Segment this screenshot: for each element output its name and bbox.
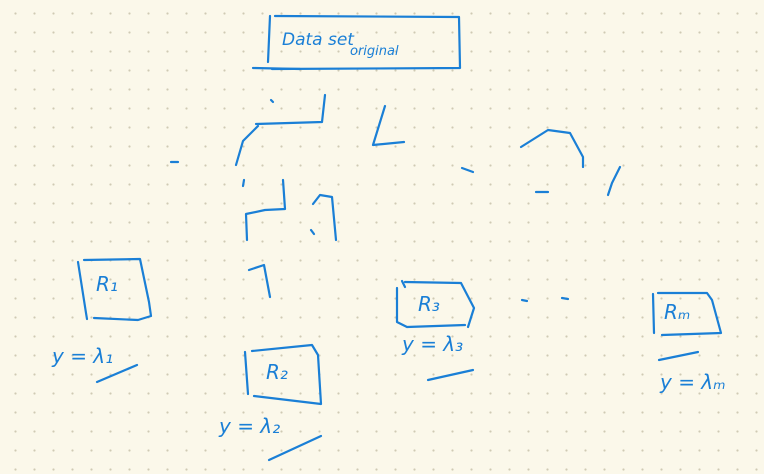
region-r1-value: y = λ₁ xyxy=(52,344,114,368)
region-r1-box xyxy=(76,257,153,322)
tree-branches xyxy=(169,93,622,303)
root-node-label-line1: Data set xyxy=(282,30,354,50)
region-r1-label: R₁ xyxy=(96,272,118,296)
region-r2-check xyxy=(267,434,323,462)
region-rm-box xyxy=(651,291,723,337)
region-rm-label: Rₘ xyxy=(664,300,691,324)
region-rm-value: y = λₘ xyxy=(660,370,726,394)
root-node-label-line2: original xyxy=(350,44,399,59)
region-r1-check xyxy=(95,363,139,384)
region-r3-value: y = λ₃ xyxy=(402,332,464,356)
region-rm-underline xyxy=(657,350,700,362)
region-r3-check xyxy=(426,368,475,382)
region-r2-value: y = λ₂ xyxy=(219,414,281,438)
root-node-box xyxy=(251,14,462,71)
region-r3-box xyxy=(395,279,476,329)
region-r3-label: R₃ xyxy=(418,292,440,316)
region-r2-label: R₂ xyxy=(266,360,288,384)
region-r2-box xyxy=(243,343,323,406)
